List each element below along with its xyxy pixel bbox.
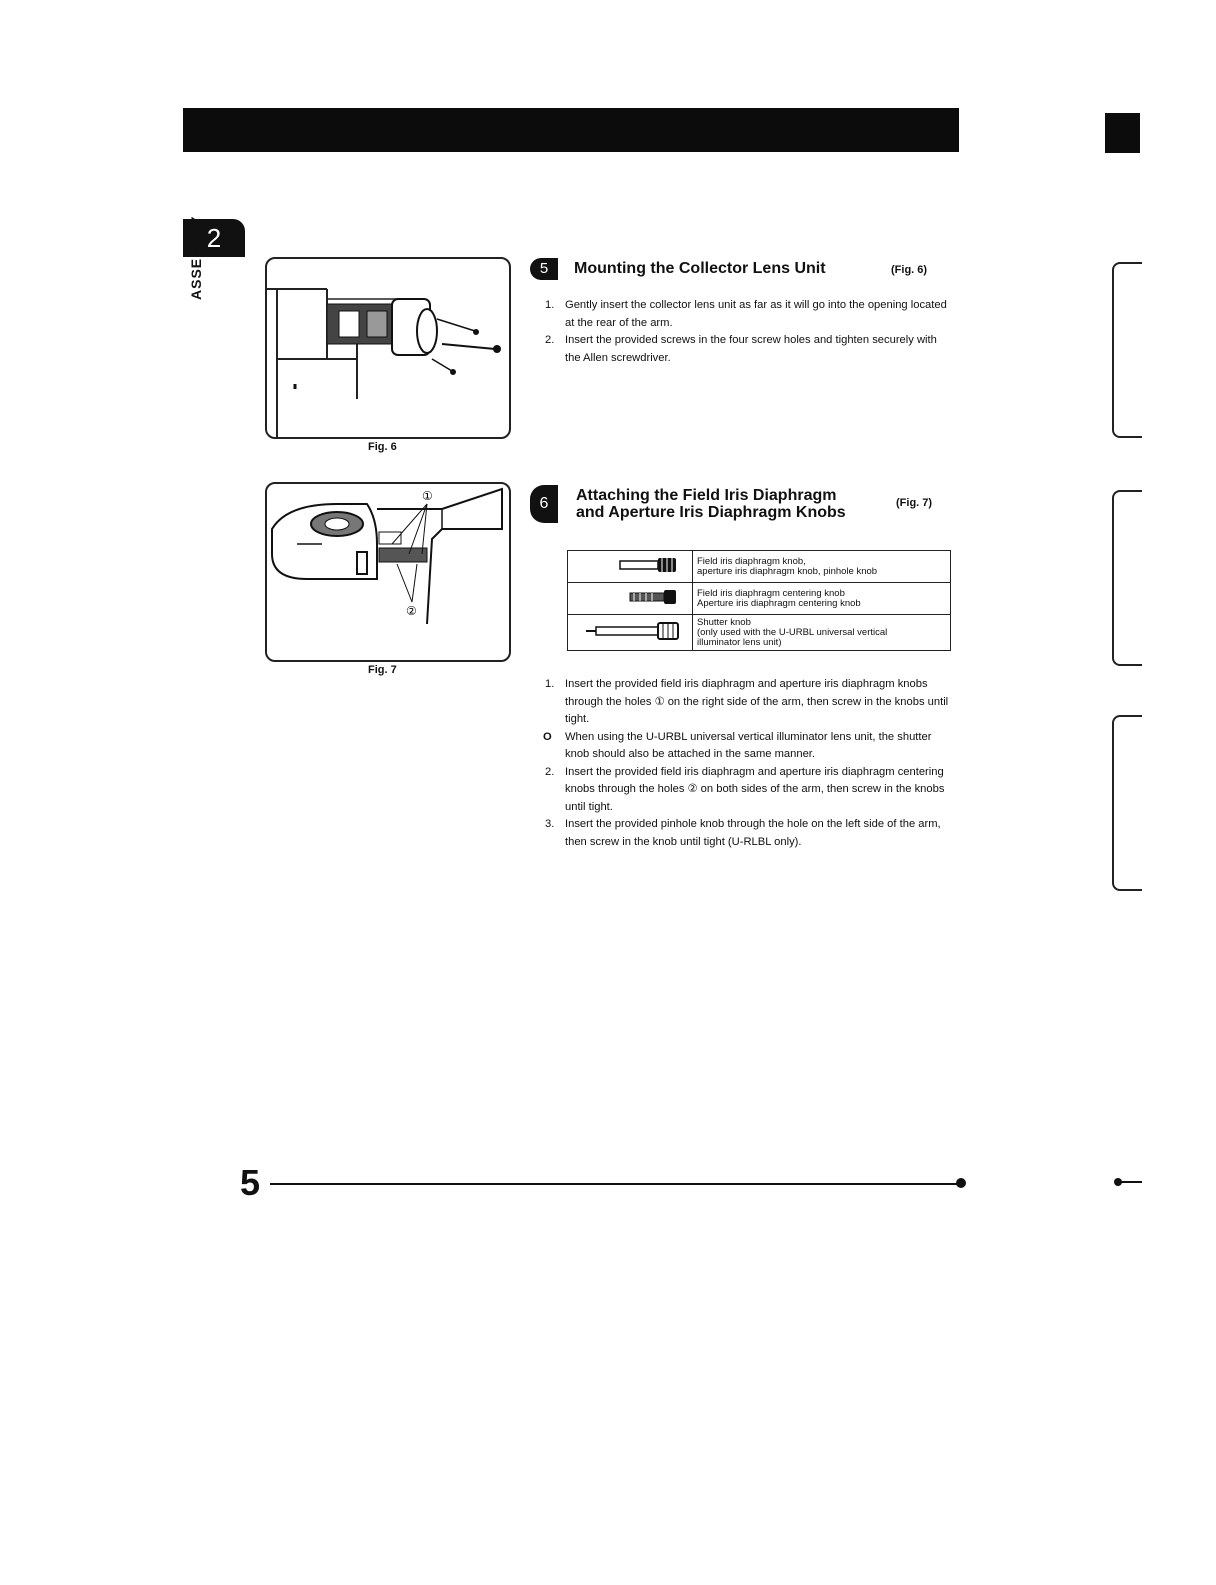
step-number: 2. [545,765,555,778]
binding-dot [1114,1178,1122,1186]
list-item: 2. Insert the provided screws in the four… [545,332,953,367]
step-6-badge: 6 [530,485,558,523]
figure-6-caption: Fig. 6 [368,441,397,453]
field-iris-knob-icon [619,558,676,572]
callout-2-label: ② [406,604,417,618]
step-text: Insert the provided pinhole knob through… [565,818,941,848]
figure-7-caption: Fig. 7 [368,664,397,676]
chapter-name: ASSEMBLY [188,215,204,300]
list-item: O When using the U-URBL universal vertica… [543,729,953,764]
chapter-number: 2 [183,219,245,257]
binding-bracket [1112,715,1142,891]
section-5-figure-ref: (Fig. 6) [891,264,928,276]
knob-description-line: Field iris diaphragm centering knob [697,587,845,599]
knob-table: Field iris diaphragm knob, aperture iris… [567,550,951,651]
figure-7-illustration: ① ② [265,482,511,662]
knob-description-line: Field iris diaphragm knob, [697,555,806,567]
figure-6-illustration [265,257,511,439]
step-5-badge: 5 [530,258,558,280]
step-text: Insert the provided screws in the four s… [565,334,937,364]
binding-bracket [1112,490,1142,666]
list-item: 3. Insert the provided pinhole knob throu… [545,816,953,851]
table-row: Field iris diaphragm centering knob Aper… [567,582,951,615]
knob-illustration-cell [567,550,693,583]
binding-mark [1118,1181,1142,1183]
list-item: 1. Insert the provided field iris diaphra… [545,676,953,729]
section-6-title-line-2: and Aperture Iris Diaphragm Knobs [576,504,846,521]
knob-description: Field iris diaphragm centering knob Aper… [692,582,951,615]
section-6-title-line-1: Attaching the Field Iris Diaphragm [576,487,837,504]
section-6-title: Attaching the Field Iris Diaphragm and A… [576,487,876,521]
step-text: When using the U-URBL universal vertical… [565,730,932,761]
binding-bracket [1112,262,1142,438]
knob-description-line: (only used with the U-URBL universal ver… [697,626,888,638]
step-number: 1. [545,678,555,690]
list-item: 1. Gently insert the collector lens unit … [545,297,953,332]
shutter-knob-icon [586,622,679,640]
table-row: Shutter knob (only used with the U-URBL … [567,614,951,651]
page-number: 5 [240,1162,261,1203]
knob-description-line: Aperture iris diaphragm centering knob [697,597,861,609]
callout-1-label: ① [422,489,433,503]
section-6-figure-ref: (Fig. 7) [896,497,933,509]
section-6-steps: 1. Insert the provided field iris diaphra… [543,676,953,851]
step-text: Gently insert the collector lens unit as… [565,299,947,329]
step-text: Insert the provided field iris diaphragm… [565,678,949,725]
footer-rule-dot [956,1178,966,1188]
knob-description: Shutter knob (only used with the U-URBL … [692,614,951,651]
step-number: 2. [545,334,555,346]
centering-knob-icon [629,590,676,604]
step-number: 3. [545,818,555,830]
knob-description: Field iris diaphragm knob, aperture iris… [692,550,951,583]
knob-illustration-cell [567,614,693,651]
knob-description-line: Shutter knob [697,616,751,628]
section-5-steps: 1. Gently insert the collector lens unit … [545,297,953,367]
header-bar [183,108,959,152]
list-item: 2. Insert the provided field iris diaphra… [545,764,953,817]
page-tab-marker [1105,113,1140,153]
footer-rule [270,1183,960,1185]
note-marker: O [543,730,552,743]
table-row: Field iris diaphragm knob, aperture iris… [567,550,951,583]
knob-illustration-cell [567,582,693,615]
step-number: 1. [545,299,555,311]
knob-description-line: aperture iris diaphragm knob, pinhole kn… [697,565,878,577]
knob-description-line: illuminator lens unit) [697,636,782,648]
section-5-title: Mounting the Collector Lens Unit [574,260,826,277]
step-text: Insert the provided field iris diaphragm… [565,765,945,813]
